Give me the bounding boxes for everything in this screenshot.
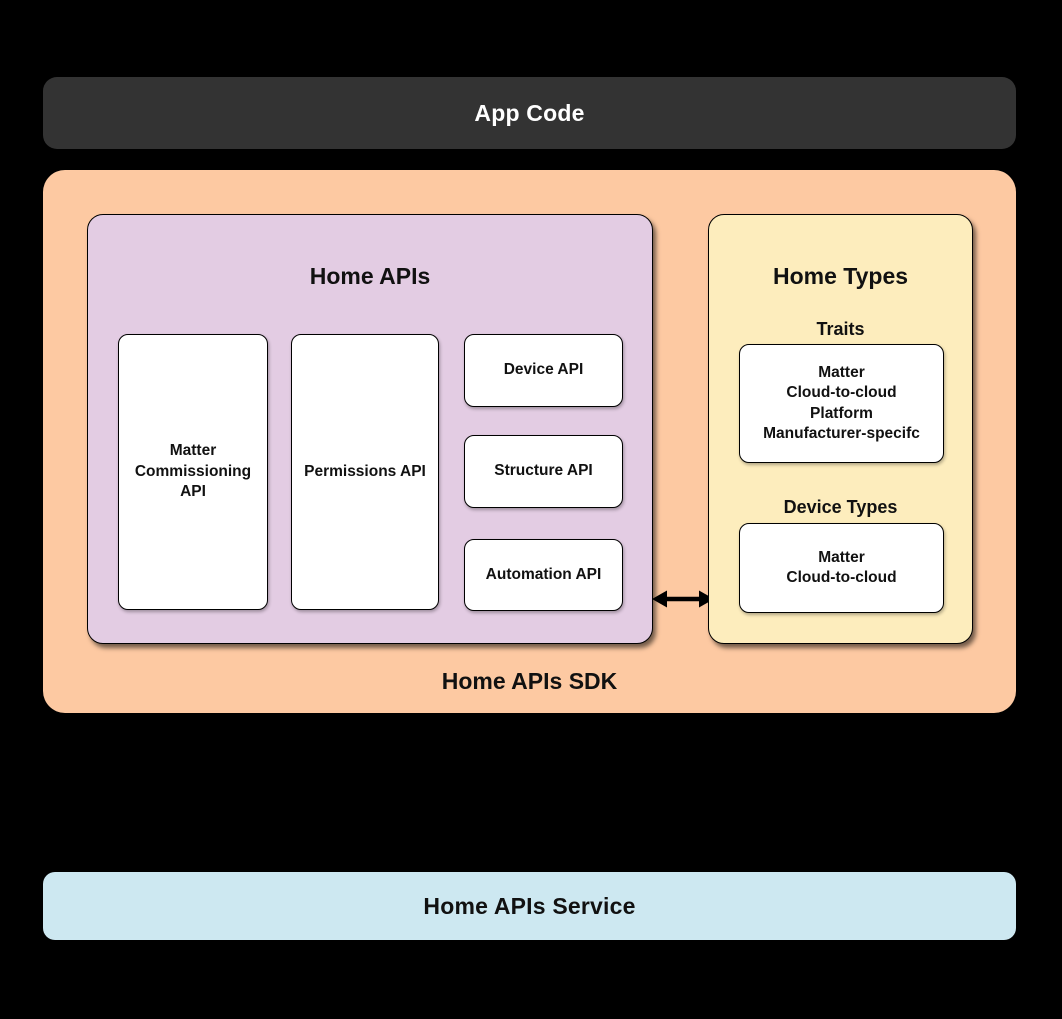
- home-apis-service-block: Home APIs Service: [43, 872, 1016, 940]
- home-types-box: Home Types Traits Matter Cloud-to-cloud …: [708, 214, 973, 644]
- device-types-card: Matter Cloud-to-cloud: [739, 523, 944, 613]
- home-apis-sdk-label: Home APIs SDK: [441, 668, 618, 694]
- automation-api-card: Automation API: [464, 539, 623, 611]
- device-types-items-label: Matter Cloud-to-cloud: [786, 548, 897, 586]
- bidirectional-arrow-icon: [652, 590, 714, 608]
- matter-commissioning-api-label: Matter Commissioning API: [134, 442, 252, 501]
- permissions-api-card: Permissions API: [291, 334, 439, 610]
- structure-api-label: Structure API: [494, 462, 593, 480]
- structure-api-card: Structure API: [464, 435, 623, 508]
- permissions-api-label: Permissions API: [304, 462, 426, 480]
- home-apis-service-label: Home APIs Service: [423, 892, 636, 919]
- home-apis-box: Home APIs Matter Commissioning API Permi…: [87, 214, 653, 644]
- traits-heading: Traits: [816, 319, 865, 339]
- traits-card: Matter Cloud-to-cloud Platform Manufactu…: [739, 344, 944, 463]
- traits-items-label: Matter Cloud-to-cloud Platform Manufactu…: [763, 363, 920, 442]
- automation-api-label: Automation API: [485, 565, 602, 583]
- home-types-title: Home Types: [772, 263, 909, 289]
- device-api-label: Device API: [503, 361, 584, 379]
- home-apis-title: Home APIs: [309, 263, 431, 289]
- app-code-label: App Code: [474, 99, 585, 126]
- home-apis-sdk-container: Home APIs Matter Commissioning API Permi…: [43, 170, 1016, 713]
- device-api-card: Device API: [464, 334, 623, 407]
- app-code-block: App Code: [43, 77, 1016, 149]
- matter-commissioning-api-card: Matter Commissioning API: [118, 334, 268, 610]
- device-types-heading: Device Types: [783, 497, 898, 517]
